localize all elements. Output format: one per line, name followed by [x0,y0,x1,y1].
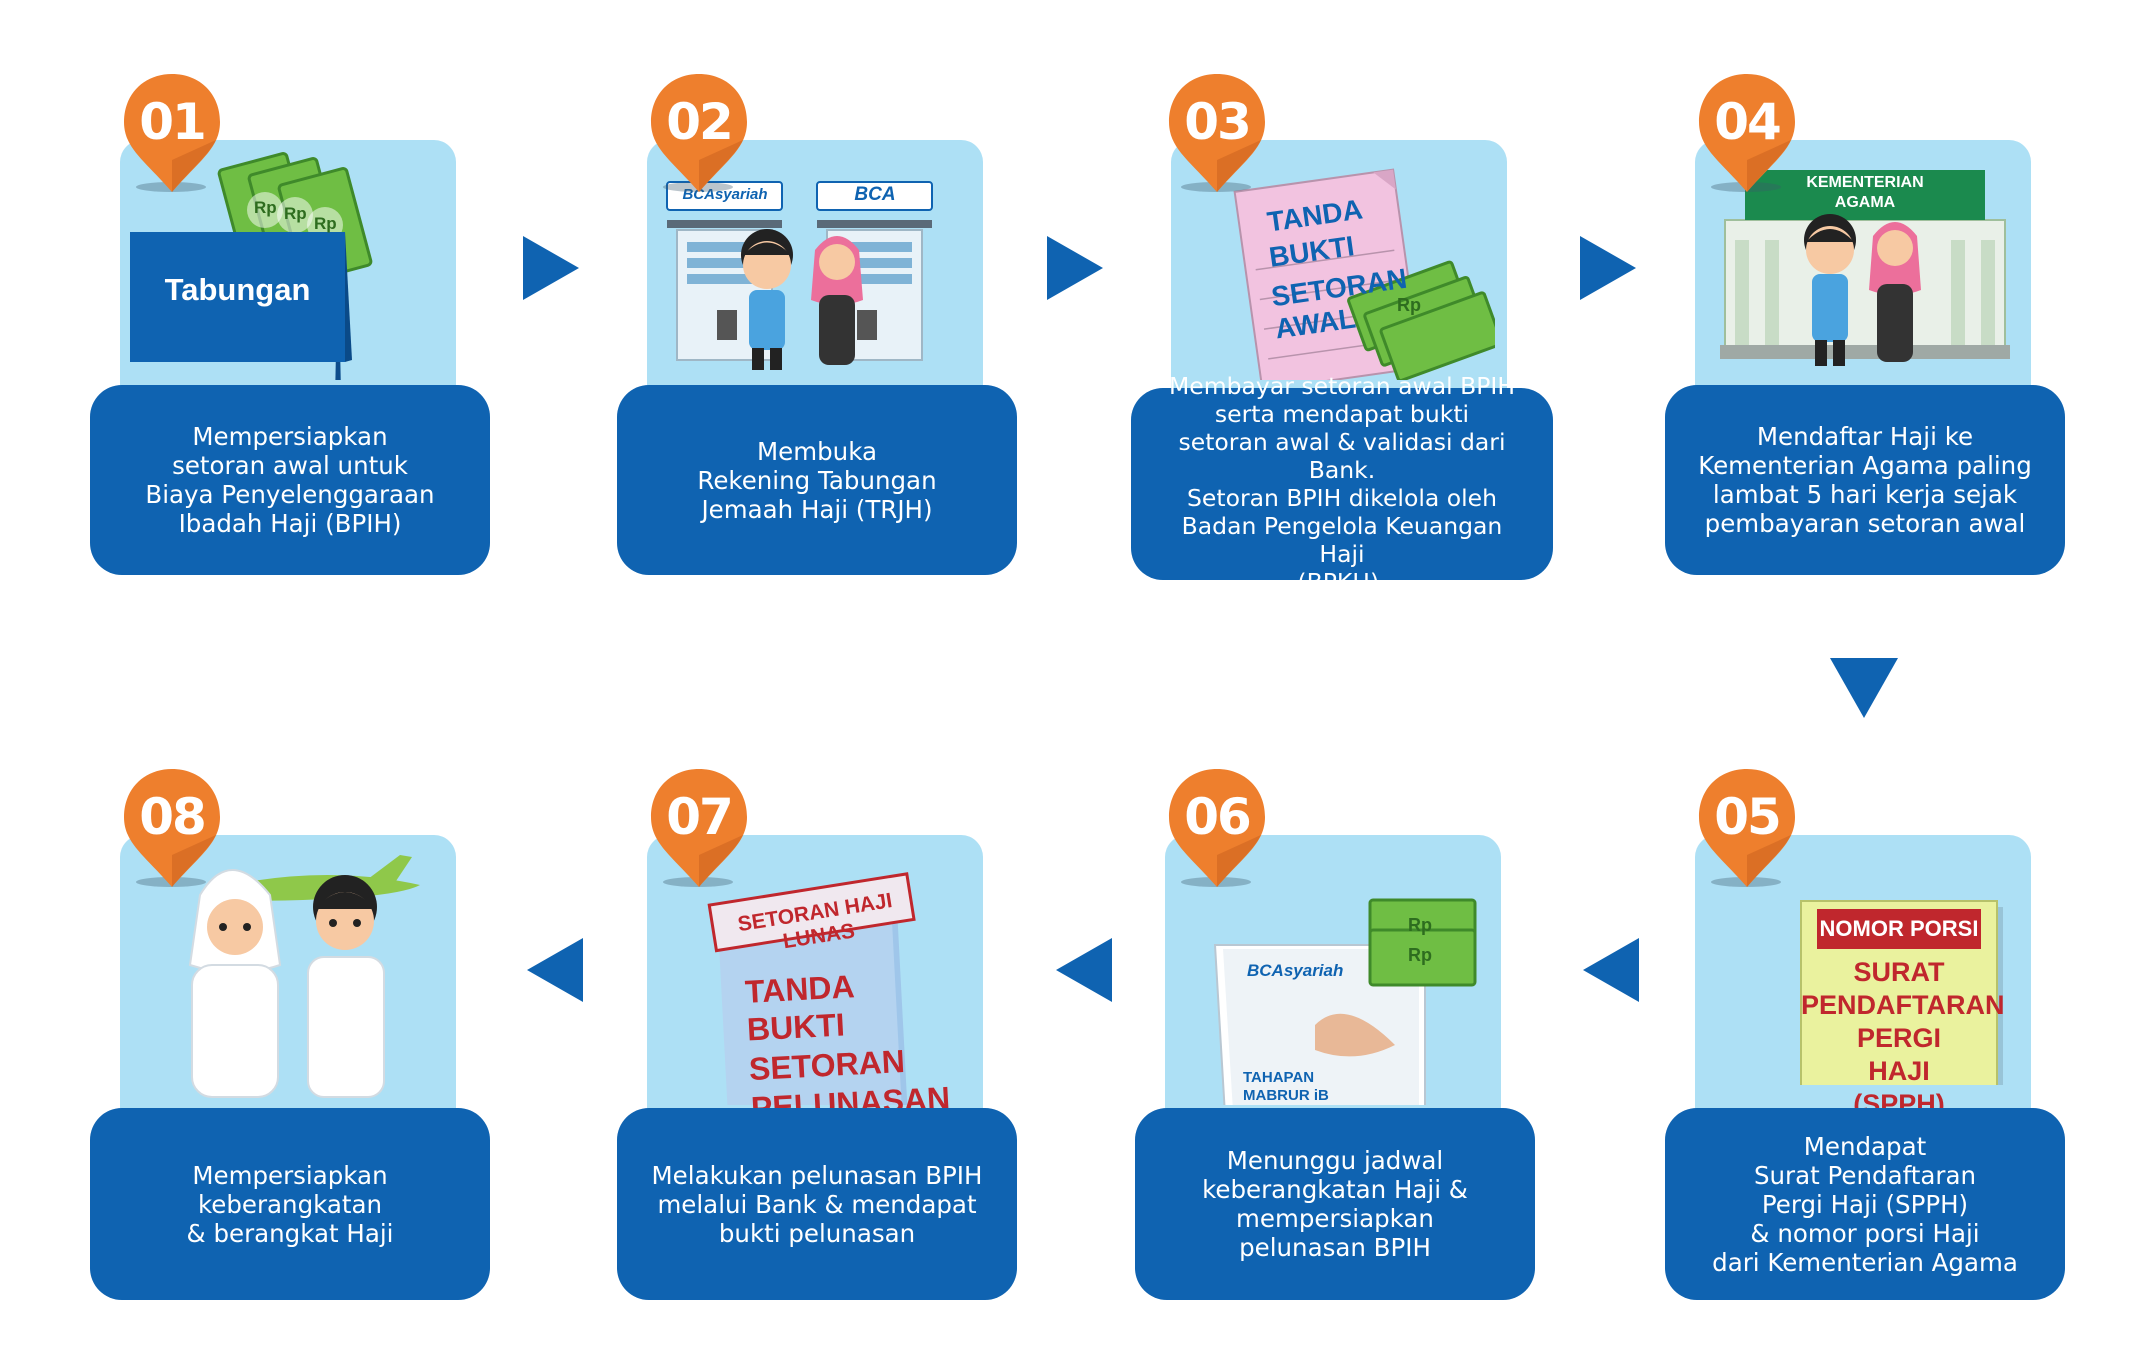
step-07-number: 07 [666,788,734,846]
book-line2: MABRUR iB [1243,1087,1329,1104]
spph-line4: HAJI [1868,1056,1930,1086]
step-04-text-box: Mendaftar Haji ke Kementerian Agama pali… [1665,385,2065,575]
step-07-badge: 07 [647,765,751,895]
spph-line2: PENDAFTARAN [1801,990,2005,1020]
step-01-number: 01 [139,93,207,151]
step-04-number: 04 [1714,93,1782,151]
step-02-illustration: BCAsyariah BCA [657,150,977,380]
step-02-badge: 02 [647,70,751,200]
tabungan-label: Tabungan [164,272,311,307]
money-symbol-1: Rp [254,198,277,217]
arrow-right-2 [1047,236,1103,300]
kemenag-sign-line1: KEMENTERIAN [1806,174,1924,191]
step-01-text: Mempersiapkan setoran awal untuk Biaya P… [145,422,435,538]
nomor-porsi-header: NOMOR PORSI [1819,916,1979,941]
step-03-text-box: Membayar setoran awal BPIH serta mendapa… [1131,372,1553,596]
arrow-right-1 [523,236,579,300]
step-03: TANDA BUKTI SETORAN AWAL Rp 03 Membayar … [1131,74,1553,596]
step-06-badge: 06 [1165,765,1269,895]
step-05-illustration: NOMOR PORSI SURAT PENDAFTARAN PERGI HAJI… [1705,845,2025,1147]
step-01-text-box: Mempersiapkan setoran awal untuk Biaya P… [90,385,490,575]
doc7-line1: TANDA [744,968,856,1010]
step-05-badge: 05 [1695,765,1799,895]
step-07-text: Melakukan pelunasan BPIH melalui Bank & … [651,1160,983,1248]
step-07-text-box: Melakukan pelunasan BPIH melalui Bank & … [617,1108,1017,1300]
step-01-badge: 01 [120,70,224,200]
step-03-illustration: TANDA BUKTI SETORAN AWAL Rp [1175,150,1504,392]
book-line1: TAHAPAN [1243,1069,1315,1086]
step-08-badge: 08 [120,765,224,895]
money-symbol-3: Rp [314,214,337,233]
step-06-text-box: Menunggu jadwal keberangkatan Haji & mem… [1135,1108,1535,1300]
step-06-text: Menunggu jadwal keberangkatan Haji & mem… [1202,1146,1468,1262]
step-07: SETORAN HAJI LUNAS TANDA BUKTI SETORAN P… [617,769,1017,1300]
money-symbol-2: Rp [284,204,307,223]
step-04: KEMENTERIAN AGAMA 04 Mendaftar Haji ke K… [1665,74,2065,575]
step-04-illustration: KEMENTERIAN AGAMA [1705,150,2025,380]
step-03-badge: 03 [1165,70,1269,200]
step-05-number: 05 [1714,788,1782,846]
arrow-left-2 [1056,938,1112,1002]
step-06-number: 06 [1184,788,1252,846]
step-03-number: 03 [1184,93,1252,151]
step-08-illustration [130,845,450,1098]
step-02-text-box: Membuka Rekening Tabungan Jemaah Haji (T… [617,385,1017,575]
step-06-illustration: BCAsyariah TAHAPAN MABRUR iB Rp Rp [1175,845,1495,1127]
step-08-text: Mempersiapkan keberangkatan & berangkat … [186,1160,394,1248]
money-symbol-2: Rp [1408,945,1432,965]
arrow-right-3 [1580,236,1636,300]
step-01: Rp Rp Rp Tabungan 01 Mempersiapkan setor… [90,74,490,575]
bca-syariah-label: BCAsyariah [1247,961,1344,980]
arrow-left-3 [527,938,583,1002]
bank-sign-bca-syariah: BCAsyariah [682,186,768,203]
step-03-text: Membayar setoran awal BPIH serta mendapa… [1168,372,1516,596]
money-symbol-1: Rp [1408,915,1432,935]
step-02-text: Membuka Rekening Tabungan Jemaah Haji (T… [697,436,937,524]
step-05-text-box: Mendapat Surat Pendaftaran Pergi Haji (S… [1665,1108,2065,1300]
arrow-down [1830,658,1898,718]
step-02-number: 02 [666,93,734,151]
step-07-illustration: SETORAN HAJI LUNAS TANDA BUKTI SETORAN P… [657,845,977,1142]
kemenag-sign-line2: AGAMA [1834,194,1896,211]
arrow-left-1 [1583,938,1639,1002]
step-02: BCAsyariah BCA 02 Membuka Rekening Tabun… [617,74,1017,575]
step-04-text: Mendaftar Haji ke Kementerian Agama pali… [1698,422,2032,538]
step-06: BCAsyariah TAHAPAN MABRUR iB Rp Rp 06 Me… [1135,769,1535,1300]
money-symbol: Rp [1397,295,1421,315]
spph-line3: PERGI [1856,1023,1942,1053]
step-08-text-box: Mempersiapkan keberangkatan & berangkat … [90,1108,490,1300]
step-05: NOMOR PORSI SURAT PENDAFTARAN PERGI HAJI… [1665,769,2065,1300]
doc7-line2: BUKTI [746,1006,846,1048]
bank-sign-bca: BCA [854,184,896,205]
step-05-text: Mendapat Surat Pendaftaran Pergi Haji (S… [1712,1131,2018,1277]
step-01-illustration: Rp Rp Rp Tabungan [130,150,450,450]
spph-line1: SURAT [1853,957,1945,987]
step-08: 08 Mempersiapkan keberangkatan & berangk… [90,769,490,1300]
step-08-number: 08 [139,788,207,846]
step-04-badge: 04 [1695,70,1799,200]
